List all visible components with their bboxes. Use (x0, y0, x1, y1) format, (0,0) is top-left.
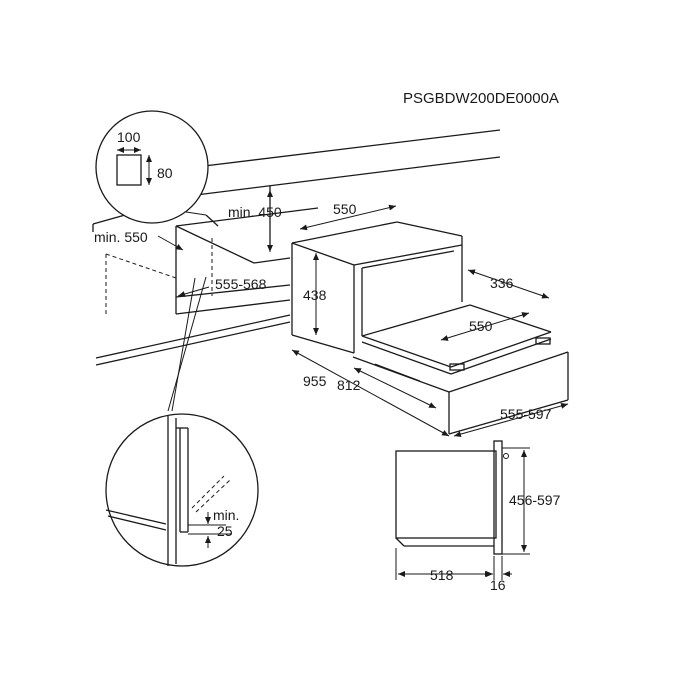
label-front-16: 16 (490, 577, 506, 593)
label-cutout-height: 80 (157, 165, 173, 181)
label-inner-550: 550 (469, 318, 493, 334)
label-depth-518: 518 (430, 567, 454, 583)
label-min-550: min. 550 (94, 229, 148, 245)
side-view (395, 440, 530, 580)
label-cutout-width: 100 (117, 129, 141, 145)
oven-drawer (291, 221, 569, 435)
label-height-438: 438 (303, 287, 327, 303)
model-code: PSGBDW200DE0000A (403, 90, 559, 107)
label-depth-955: 955 (303, 373, 327, 389)
cabinet-niche (92, 129, 501, 366)
label-niche-depth: 555-568 (215, 276, 267, 292)
label-detail-min: min. (213, 507, 239, 523)
label-min-450: min. 450 (228, 204, 282, 220)
label-height-456-597: 456-597 (509, 492, 561, 508)
label-width-555-597: 555-597 (500, 406, 552, 422)
gap-detail (105, 276, 259, 567)
label-depth-336: 336 (490, 275, 514, 291)
label-depth-812: 812 (337, 377, 361, 393)
label-detail-25: 25 (217, 523, 233, 539)
vent-cutout-detail: 100 80 (95, 110, 209, 224)
label-width-550-top: 550 (333, 201, 357, 217)
